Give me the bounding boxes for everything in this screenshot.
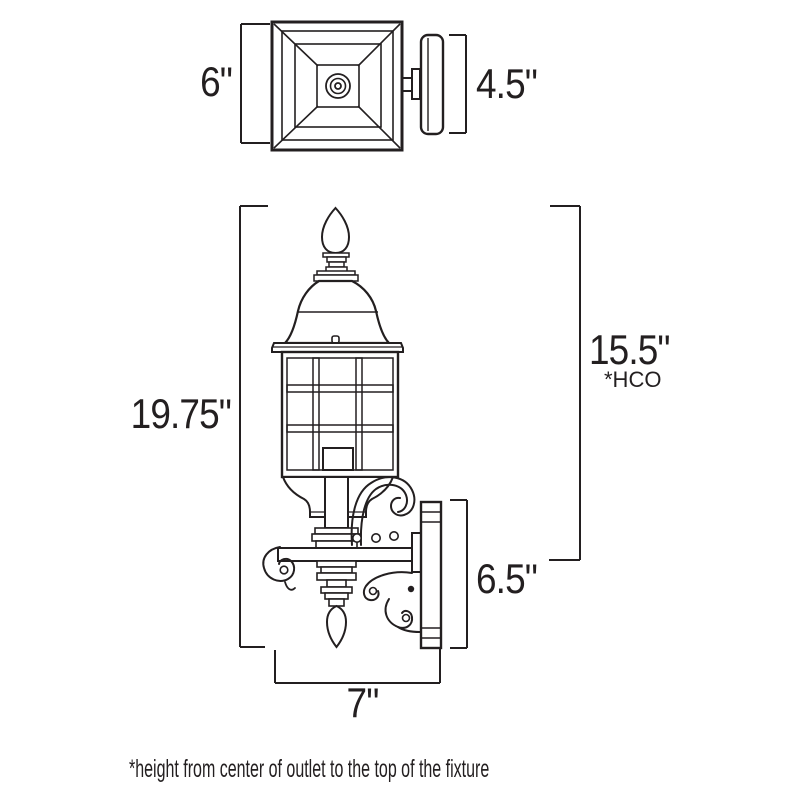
dim-line-fixture-height [239, 205, 268, 648]
top-view-canopy-profile [402, 33, 445, 136]
dim-line-backplate-height [240, 23, 270, 144]
mount-arm [277, 547, 414, 562]
dim-line-backplate-face-height [450, 499, 468, 649]
lantern-body [280, 350, 400, 479]
left-scroll-end [262, 546, 296, 591]
dim-line-outlet-to-top [549, 205, 581, 561]
lamp-socket [322, 447, 354, 471]
upper-scroll-arm [350, 476, 416, 546]
dim-note-hco: *HCO [604, 367, 662, 392]
lower-scroll [362, 571, 421, 633]
front-view-fixture [262, 206, 443, 650]
dimension-lines [239, 23, 581, 684]
dim-label-canopy-depth: 4.5" [476, 60, 538, 107]
top-finial [313, 206, 359, 282]
bottom-finial [316, 560, 357, 649]
footnote-text: *height from center of outlet to the top… [129, 755, 490, 783]
dim-label-projection-width: 7" [346, 679, 380, 726]
center-knob [325, 73, 351, 99]
screw-dot [407, 585, 415, 593]
dim-line-projection-width [274, 648, 441, 684]
dim-label-backplate-height: 6" [200, 58, 233, 105]
dim-label-backplate-face-height: 6.5" [476, 555, 538, 602]
cap-rim [271, 342, 404, 353]
rim-bolt [331, 335, 340, 344]
bell-dome [282, 279, 392, 345]
dim-line-canopy-depth [449, 34, 467, 134]
top-view-backplate [270, 20, 404, 152]
dim-label-outlet-to-top: 15.5" [589, 326, 671, 373]
dim-label-fixture-height: 19.75" [130, 390, 232, 437]
candle-stem [311, 476, 362, 549]
wall-backplate-profile [407, 500, 443, 650]
